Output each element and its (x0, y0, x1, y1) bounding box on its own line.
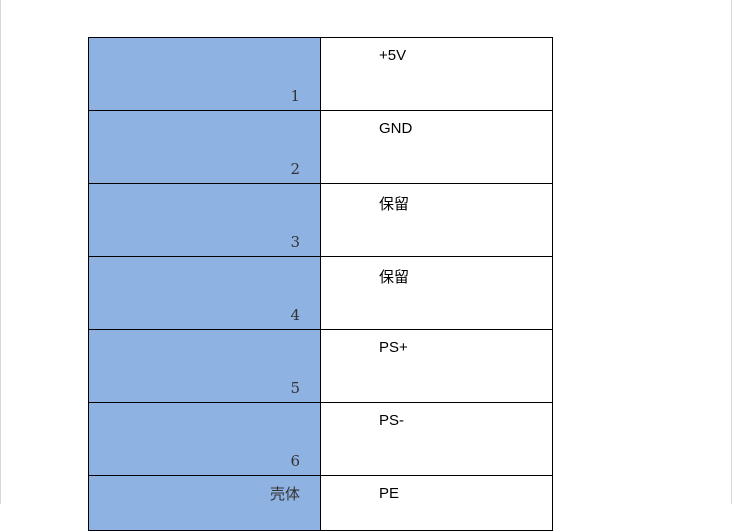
pin-number-cell: 1 (88, 37, 321, 111)
pin-number-cell: 6 (88, 402, 321, 476)
pin-number-cell: 3 (88, 183, 321, 257)
table-row: 1 +5V (88, 37, 553, 111)
pin-number-cell: 2 (88, 110, 321, 184)
signal-name-cell: GND (320, 110, 553, 184)
pin-number-cell: 5 (88, 329, 321, 403)
signal-name-cell: 保留 (320, 183, 553, 257)
pin-number-cell: 4 (88, 256, 321, 330)
table-row: 5 PS+ (88, 329, 553, 403)
page-left-edge (0, 0, 1, 504)
signal-name-cell: 保留 (320, 256, 553, 330)
table-row: 壳体 PE (88, 475, 553, 531)
signal-name-cell: PS- (320, 402, 553, 476)
table-row: 2 GND (88, 110, 553, 184)
table-row: 6 PS- (88, 402, 553, 476)
pin-definition-table: 1 +5V 2 GND 3 保留 4 保留 5 PS+ 6 PS- 壳体 PE (88, 37, 553, 531)
table-row: 3 保留 (88, 183, 553, 257)
table-row: 4 保留 (88, 256, 553, 330)
signal-name-cell: +5V (320, 37, 553, 111)
signal-name-cell: PE (320, 475, 553, 531)
signal-name-cell: PS+ (320, 329, 553, 403)
pin-number-cell: 壳体 (88, 475, 321, 531)
